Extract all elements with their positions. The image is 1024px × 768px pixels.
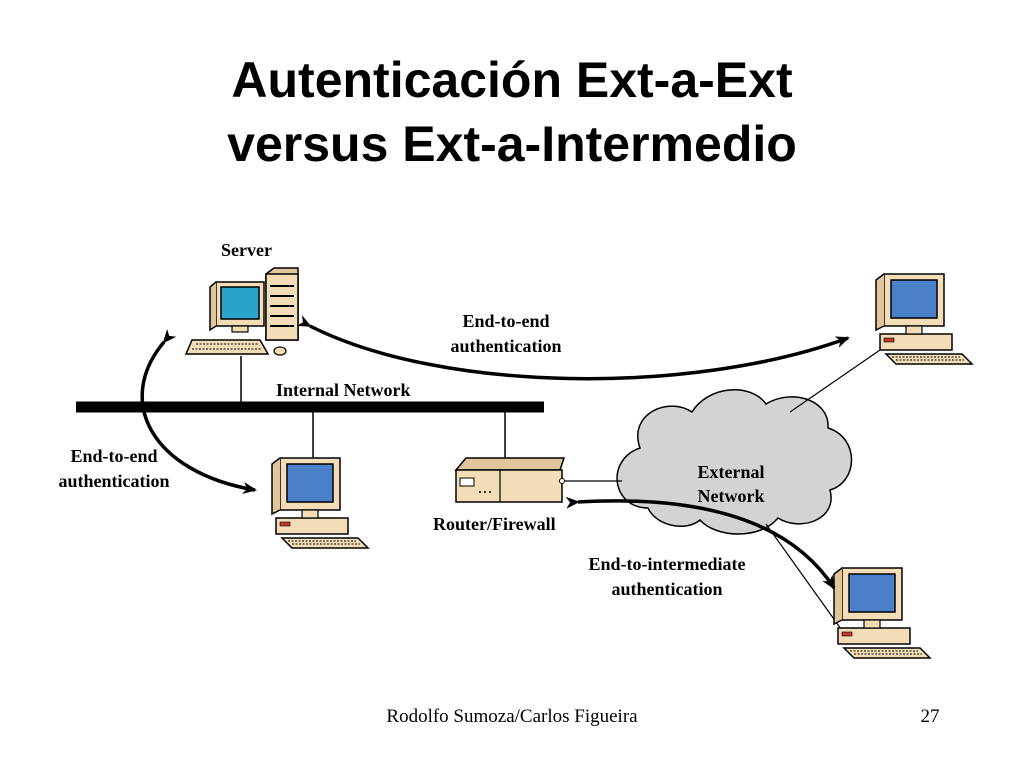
- external-network-label-line2: Network: [698, 486, 765, 506]
- end-to-end-left-label-line2: authentication: [58, 471, 169, 491]
- end-to-end-top-label-line1: End-to-end: [462, 311, 549, 331]
- end-to-end-top-arrow: [296, 315, 850, 381]
- remote-pc-bottom: [833, 567, 931, 659]
- external-network-label-line1: External: [698, 462, 765, 482]
- remote-pc-top: [875, 273, 973, 365]
- title-line-2: versus Ext-a-Intermedio: [227, 116, 797, 172]
- router-firewall: [454, 457, 566, 503]
- internal-pc: [271, 457, 369, 549]
- page-number: 27: [920, 706, 940, 727]
- cloud-to-top-pc-line: [789, 349, 881, 413]
- external-network-cloud: External Network: [616, 389, 853, 535]
- end-to-end-left-arrow: [140, 328, 257, 494]
- end-to-end-left-label-line1: End-to-end: [70, 446, 157, 466]
- internal-network-label: Internal Network: [276, 380, 410, 400]
- title-line-1: Autenticación Ext-a-Ext: [231, 52, 793, 108]
- router-firewall-label: Router/Firewall: [433, 514, 556, 534]
- end-to-end-top-label-line2: authentication: [450, 336, 561, 356]
- server-tower: [265, 267, 299, 341]
- end-to-intermediate-label-line1: End-to-intermediate: [589, 554, 746, 574]
- end-to-intermediate-label-line2: authentication: [611, 579, 722, 599]
- footer-author: Rodolfo Sumoza/Carlos Figueira: [386, 706, 638, 727]
- server-computer: [184, 267, 299, 356]
- end-to-intermediate-arrow: [565, 496, 836, 590]
- server-label: Server: [221, 240, 272, 260]
- slide-title: Autenticación Ext-a-Ext versus Ext-a-Int…: [0, 48, 1024, 176]
